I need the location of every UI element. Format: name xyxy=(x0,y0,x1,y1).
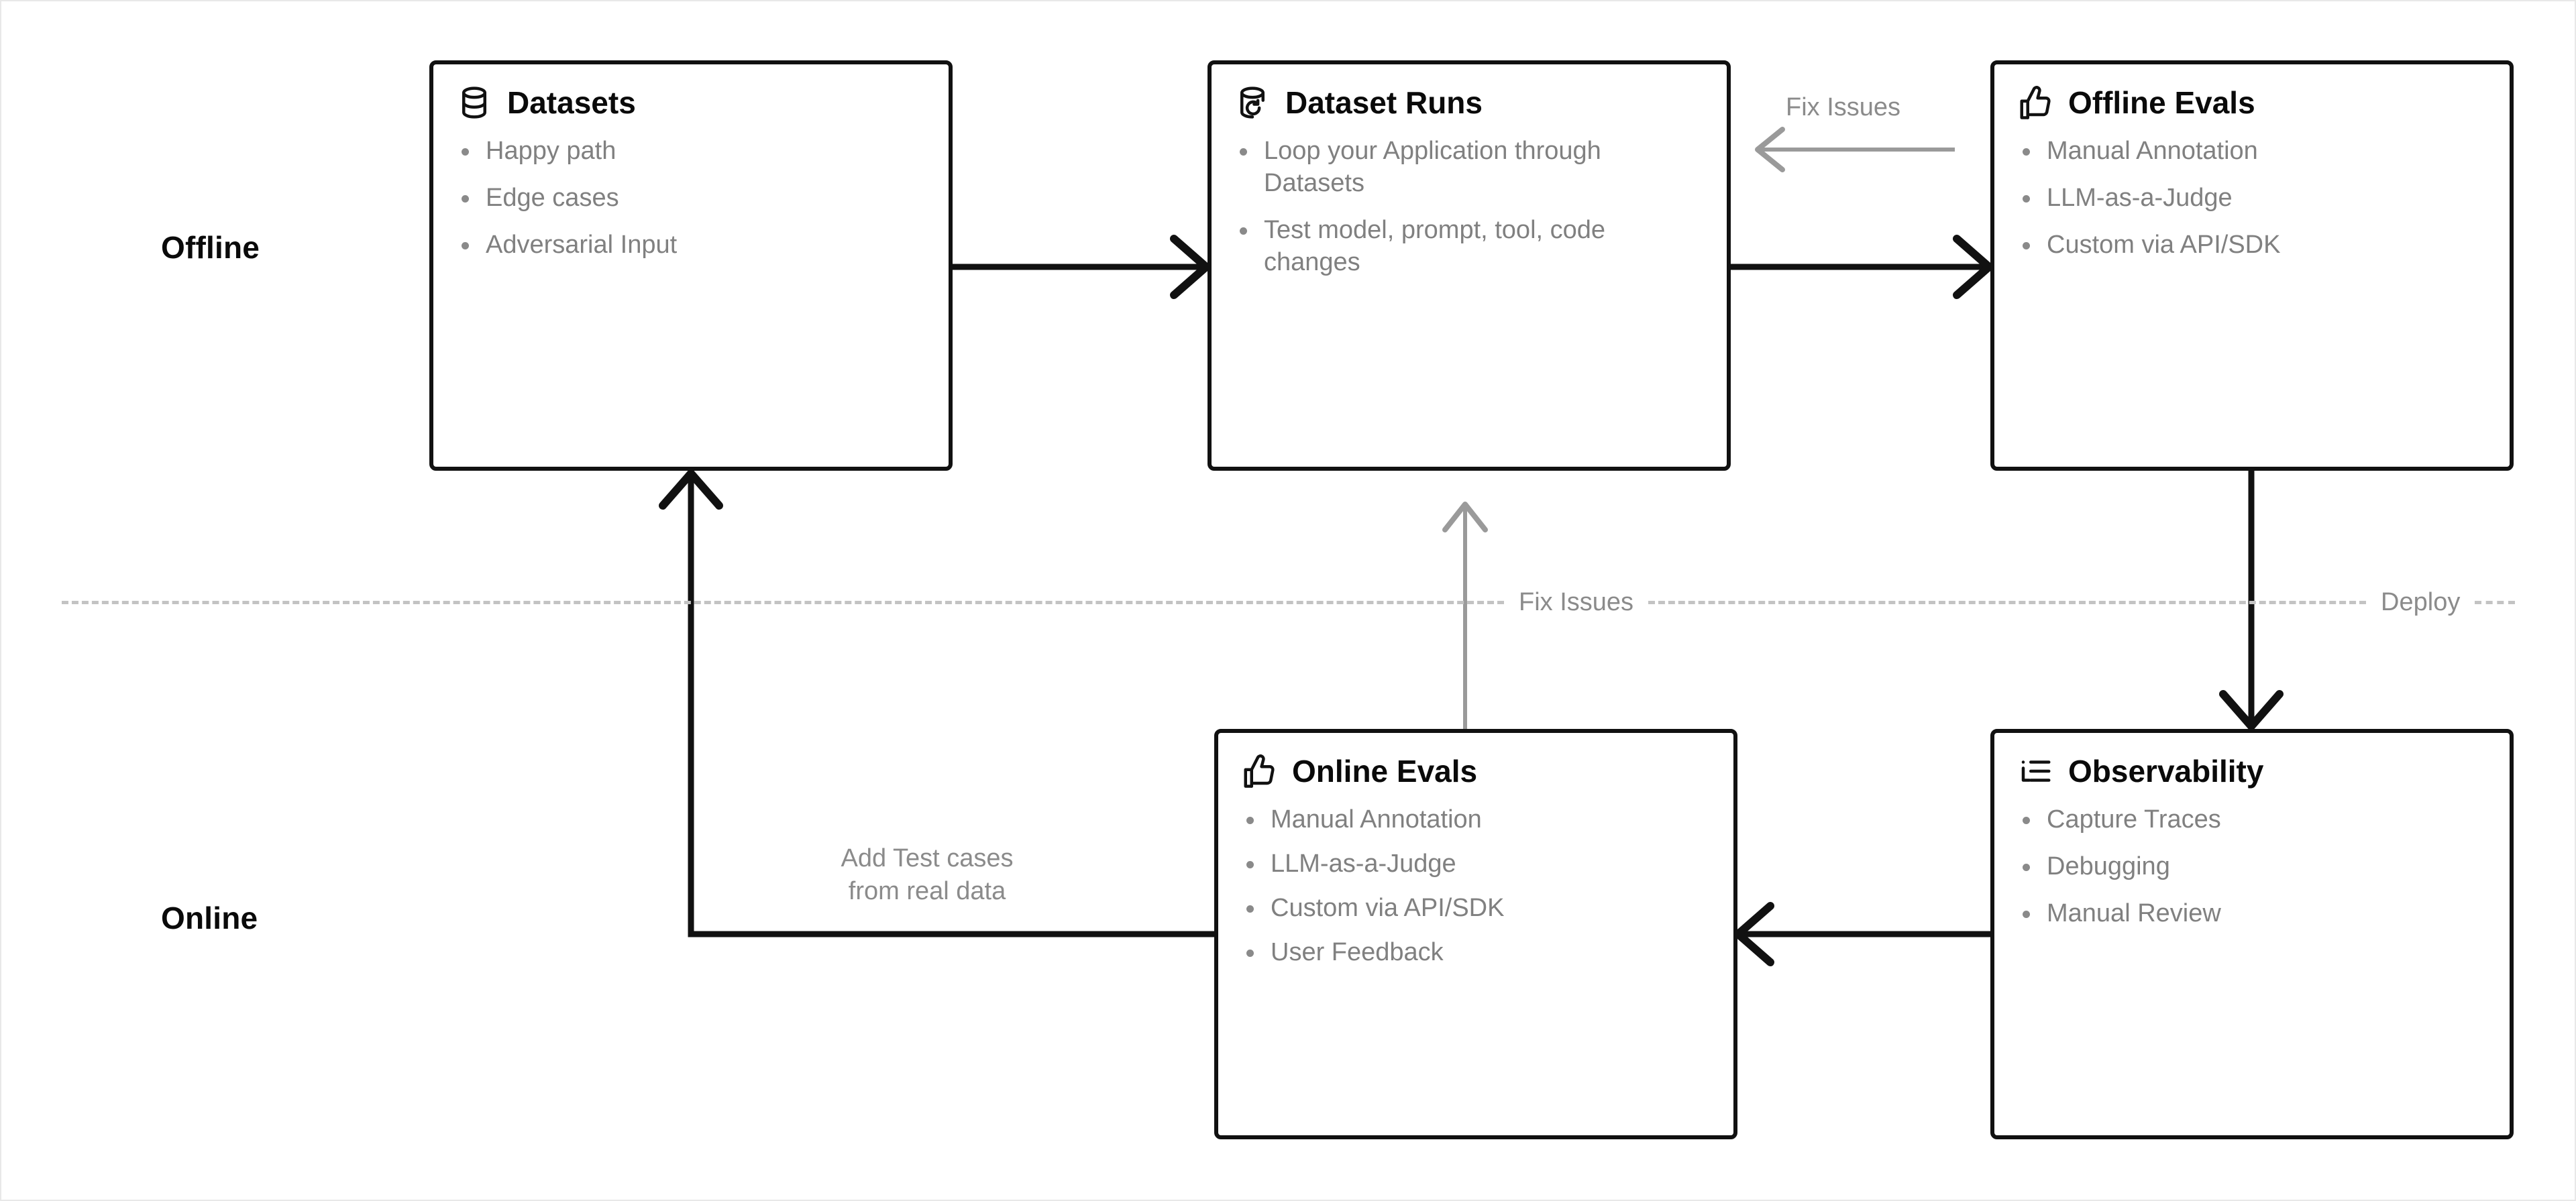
list-item: LLM-as-a-Judge xyxy=(1241,848,1711,880)
divider-segment-middle xyxy=(1648,600,2367,604)
node-observability-list: Capture Traces Debugging Manual Review xyxy=(2017,804,2487,930)
thumbs-up-icon xyxy=(1241,753,1277,789)
divider-segment-right xyxy=(2475,600,2516,604)
edge-datasets-to-dataset-runs xyxy=(953,235,1210,299)
node-online-evals[interactable]: Online Evals Manual Annotation LLM-as-a-… xyxy=(1214,729,1737,1139)
list-item: User Feedback xyxy=(1241,937,1711,969)
list-item: Loop your Application through Datasets xyxy=(1234,135,1704,200)
edge-offline-evals-to-dataset-runs xyxy=(1755,127,1955,172)
list-item: Manual Annotation xyxy=(1241,804,1711,836)
node-observability-title: Observability xyxy=(2068,753,2264,789)
node-online-evals-header: Online Evals xyxy=(1241,753,1711,789)
node-offline-evals[interactable]: Offline Evals Manual Annotation LLM-as-a… xyxy=(1990,60,2514,471)
list-tree-icon xyxy=(2017,753,2053,789)
lane-divider: Fix Issues Deploy xyxy=(62,583,2517,621)
node-dataset-runs-header: Dataset Runs xyxy=(1234,84,1704,121)
list-item: LLM-as-a-Judge xyxy=(2017,182,2487,215)
node-online-evals-list: Manual Annotation LLM-as-a-Judge Custom … xyxy=(1241,804,1711,969)
edge-dataset-runs-to-offline-evals xyxy=(1731,235,1993,299)
list-item: Custom via API/SDK xyxy=(2017,229,2487,262)
edge-label-fix-issues-top: Fix Issues xyxy=(1786,93,1901,121)
list-item: Happy path xyxy=(456,135,926,168)
node-offline-evals-title: Offline Evals xyxy=(2068,84,2255,120)
database-icon xyxy=(456,84,492,121)
node-datasets[interactable]: Datasets Happy path Edge cases Adversari… xyxy=(429,60,953,471)
list-item: Manual Annotation xyxy=(2017,135,2487,168)
lane-label-online: Online xyxy=(161,901,258,935)
node-dataset-runs-title: Dataset Runs xyxy=(1285,84,1483,120)
edge-label-add-test-cases: Add Test cases from real data xyxy=(813,842,1041,907)
list-item: Edge cases xyxy=(456,182,926,215)
lane-label-offline: Offline xyxy=(161,230,260,265)
edge-observability-to-online-evals xyxy=(1734,902,1990,966)
node-datasets-title: Datasets xyxy=(507,84,636,120)
node-online-evals-title: Online Evals xyxy=(1292,753,1478,789)
list-item: Capture Traces xyxy=(2017,804,2487,836)
node-offline-evals-list: Manual Annotation LLM-as-a-Judge Custom … xyxy=(2017,135,2487,262)
node-dataset-runs[interactable]: Dataset Runs Loop your Application throu… xyxy=(1208,60,1731,471)
list-item: Custom via API/SDK xyxy=(1241,893,1711,925)
divider-label-fix-issues: Fix Issues xyxy=(1519,588,1634,616)
edge-label-add-test-cases-line1: Add Test cases xyxy=(841,844,1014,872)
node-offline-evals-header: Offline Evals xyxy=(2017,84,2487,121)
thumbs-up-icon xyxy=(2017,84,2053,121)
list-item: Manual Review xyxy=(2017,898,2487,930)
node-observability[interactable]: Observability Capture Traces Debugging M… xyxy=(1990,729,2514,1139)
node-observability-header: Observability xyxy=(2017,753,2487,789)
node-datasets-header: Datasets xyxy=(456,84,926,121)
divider-label-deploy: Deploy xyxy=(2381,588,2461,616)
list-item: Test model, prompt, tool, code changes xyxy=(1234,215,1704,279)
edge-label-add-test-cases-line2: from real data xyxy=(848,876,1006,905)
divider-segment-left xyxy=(62,600,1504,604)
list-item: Adversarial Input xyxy=(456,229,926,262)
node-datasets-list: Happy path Edge cases Adversarial Input xyxy=(456,135,926,262)
node-dataset-runs-list: Loop your Application through Datasets T… xyxy=(1234,135,1704,279)
database-refresh-icon xyxy=(1234,84,1271,121)
list-item: Debugging xyxy=(2017,851,2487,883)
